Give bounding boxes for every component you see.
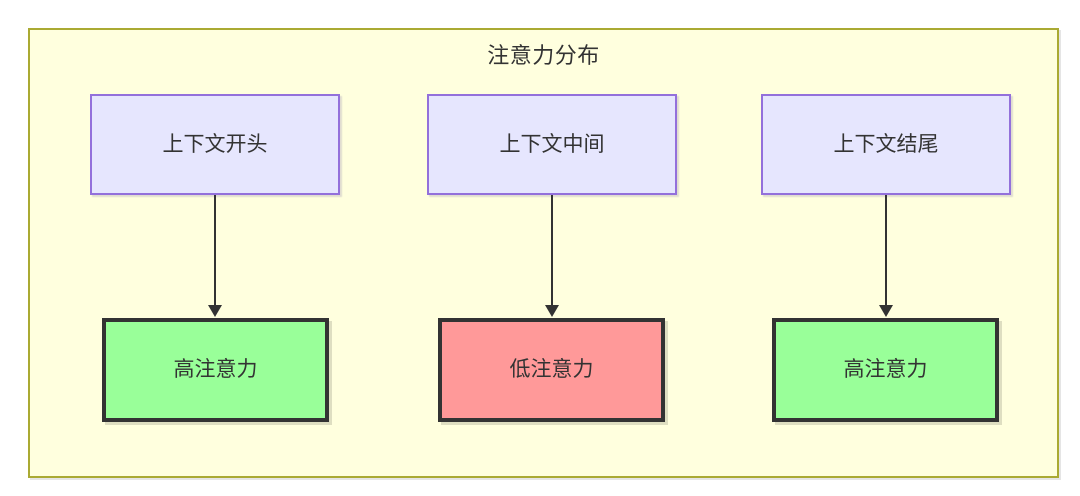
arrow-head-icon: [879, 305, 893, 317]
context-node-start-label: 上下文开头: [162, 132, 268, 156]
context-node-end[interactable]: 上下文结尾: [761, 94, 1011, 195]
arrow-end-to-high: [879, 195, 893, 317]
context-node-end-label: 上下文结尾: [833, 132, 939, 156]
attention-node-start-label: 高注意力: [173, 358, 258, 381]
context-node-middle[interactable]: 上下文中间: [427, 94, 677, 195]
diagram-frame: 注意力分布 上下文开头 高注意力 上下文中间 低注意力 上下文结尾: [28, 28, 1059, 478]
context-node-middle-label: 上下文中间: [499, 132, 605, 156]
arrow-head-icon: [208, 305, 222, 317]
attention-node-middle-label: 低注意力: [509, 358, 594, 381]
attention-node-end-label: 高注意力: [843, 358, 928, 381]
arrow-start-to-high: [208, 195, 222, 317]
context-node-start[interactable]: 上下文开头: [90, 94, 340, 195]
attention-node-middle[interactable]: 低注意力: [438, 318, 665, 422]
arrow-middle-to-low: [545, 195, 559, 317]
arrow-shaft: [214, 195, 216, 306]
diagram-title: 注意力分布: [487, 43, 600, 68]
arrow-shaft: [885, 195, 887, 306]
arrow-shaft: [551, 195, 553, 306]
attention-node-end[interactable]: 高注意力: [772, 318, 999, 422]
arrow-head-icon: [545, 305, 559, 317]
attention-node-start[interactable]: 高注意力: [102, 318, 329, 422]
